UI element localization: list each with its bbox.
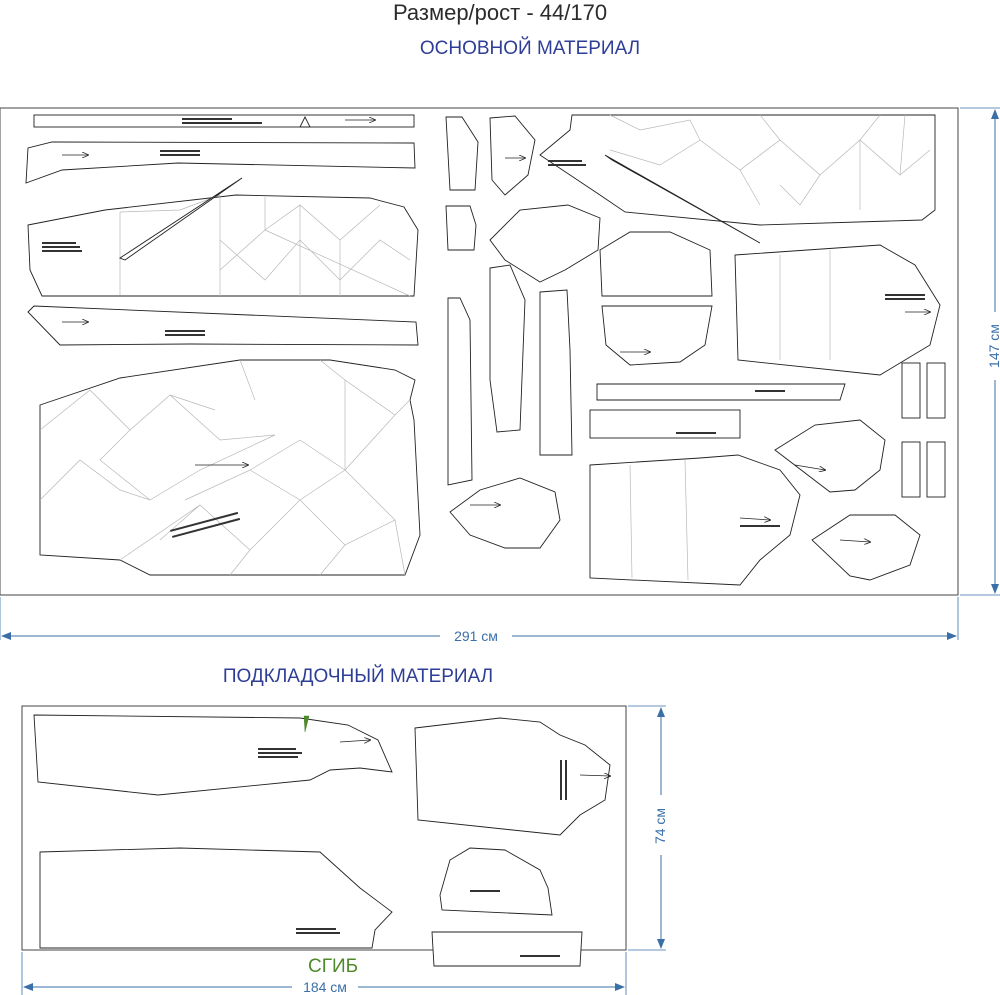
pattern-piece-mid-1	[599, 231, 713, 297]
pattern-piece-tag-4	[926, 441, 946, 498]
pattern-piece-facing-top	[25, 141, 416, 184]
main-height-label: 147 см	[986, 324, 1000, 368]
pattern-piece-pocket-1	[489, 204, 601, 283]
pattern-piece-strip-2	[489, 264, 526, 433]
lining-markings	[258, 748, 567, 957]
pattern-piece-front-upper	[27, 194, 419, 297]
pattern-piece-small-3	[445, 205, 477, 251]
lining-grain-arrows	[339, 740, 610, 776]
pattern-piece-pocket-4	[811, 514, 921, 581]
lining-width-label: 184 см	[303, 979, 347, 995]
pattern-piece-sleeve-upper	[734, 244, 941, 376]
lining-piece-strip	[431, 931, 583, 967]
fold-label: СГИБ	[308, 956, 359, 977]
pattern-piece-tag-2	[926, 362, 946, 419]
pattern-piece-strip-h1	[596, 383, 846, 401]
pattern-piece-front-main	[39, 359, 421, 576]
lining-piece-pocket	[439, 847, 553, 916]
pattern-piece-tag-3	[901, 441, 921, 498]
quilting-lines	[39, 114, 931, 581]
pattern-piece-pocket-3	[774, 419, 886, 493]
lining-height-label: 74 см	[652, 808, 668, 844]
lining-piece-back	[39, 847, 393, 949]
main-width-label: 291 см	[454, 628, 498, 644]
pattern-piece-mid-2	[601, 305, 713, 366]
pattern-piece-tag-1	[901, 362, 921, 419]
pattern-piece-back-upper	[539, 114, 936, 226]
pattern-piece-facing-lower	[27, 305, 419, 346]
lining-pattern-pieces	[33, 714, 611, 967]
pattern-piece-strip-1	[447, 297, 473, 486]
darts	[119, 115, 761, 261]
pattern-piece-strip-h2	[589, 409, 741, 439]
lining-piece-front	[33, 714, 393, 796]
lining-piece-sleeve	[414, 717, 611, 836]
pattern-piece-strip-3	[539, 289, 573, 456]
main-pattern-pieces	[25, 114, 946, 586]
pattern-piece-small-2	[489, 115, 536, 196]
lining-fold-notch	[303, 715, 310, 733]
pattern-piece-pocket-2	[449, 477, 561, 549]
lining-material-label: ПОДКЛАДОЧНЫЙ МАТЕРИАЛ	[222, 666, 494, 687]
pattern-piece-collar-strip	[33, 114, 415, 128]
grain-arrows	[62, 120, 930, 542]
pattern-piece-small-1	[445, 116, 479, 191]
page-title: Размер/рост - 44/170	[392, 0, 608, 25]
piece-markings	[42, 118, 925, 538]
pattern-piece-sleeve-lower	[589, 454, 801, 586]
main-material-label: ОСНОВНОЙ МАТЕРИАЛ	[419, 38, 641, 59]
